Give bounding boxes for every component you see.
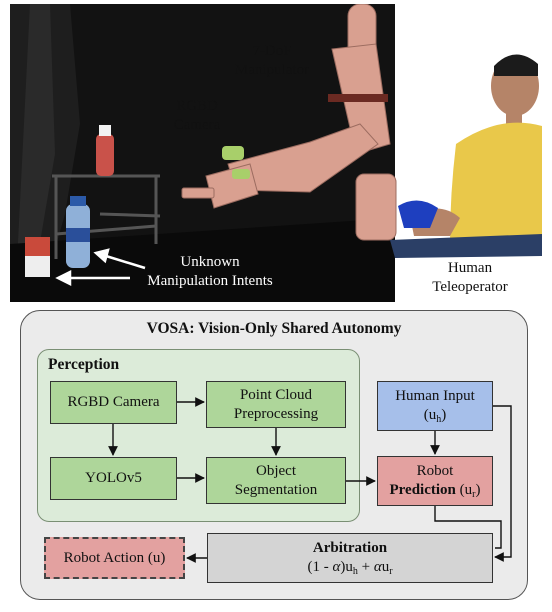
perception-title: Perception — [48, 356, 120, 373]
human-input-box: Human Input (uh) — [377, 381, 493, 431]
unknown-intents-label: Unknown Manipulation Intents — [147, 254, 273, 289]
yolov5-box: YOLOv5 — [50, 457, 177, 500]
robot-scene-illustration — [10, 4, 542, 302]
arrow-humaninput-to-arbitration — [493, 405, 512, 562]
robot-action-box: Robot Action (u) — [44, 537, 185, 579]
camera-label: RGBD Camera — [173, 98, 221, 133]
object-segmentation-box: Object Segmentation — [206, 457, 346, 504]
manipulator-label: 7-DoF Manipulator — [234, 43, 310, 78]
teleoperator-label: Human Teleoperator — [432, 260, 508, 295]
robot-scene-photo: 7-DoF Manipulator RGBD Camera Unknown Ma… — [10, 4, 542, 302]
diagram-title: VOSA: Vision-Only Shared Autonomy — [146, 320, 402, 337]
vosa-diagram: VOSA: Vision-Only Shared Autonomy Percep… — [20, 310, 528, 600]
rgbd-camera-box: RGBD Camera — [50, 381, 177, 424]
robot-prediction-box: Robot Prediction (ur) — [377, 456, 493, 506]
arbitration-box: Arbitration (1 - α)uh + αur — [207, 533, 493, 583]
point-cloud-box: Point Cloud Preprocessing — [206, 381, 346, 428]
